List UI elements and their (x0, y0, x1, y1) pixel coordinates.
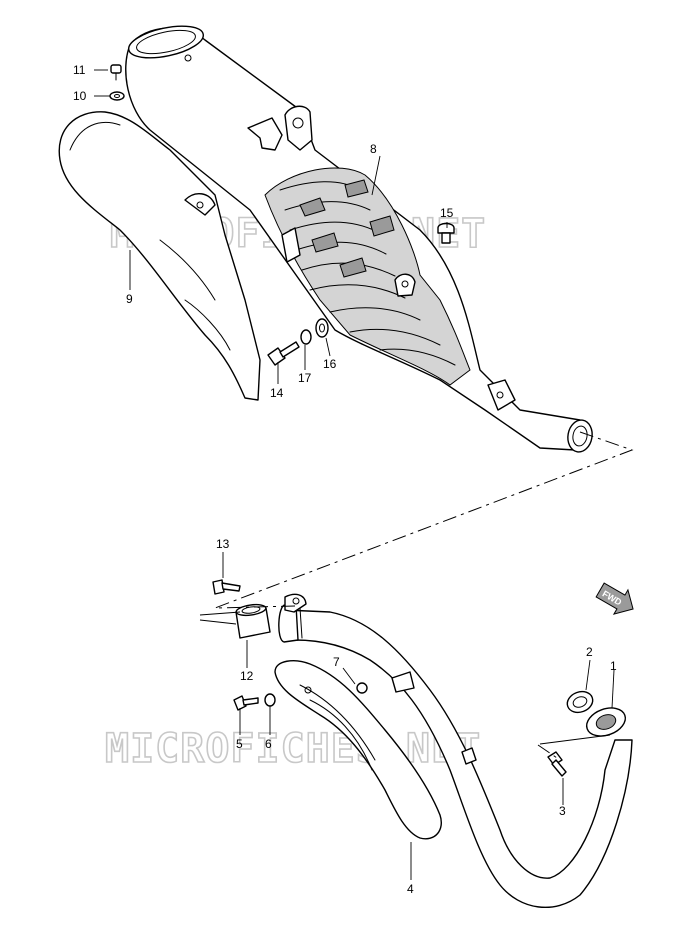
callout-13: 13 (216, 537, 230, 551)
watermark-bottom: MICROFICHES.NET (105, 726, 481, 772)
pipe-cover (274, 660, 442, 840)
bolt-3 (547, 751, 567, 777)
connector-line-3 (537, 744, 561, 761)
callout-7: 7 (333, 655, 340, 669)
fwd-arrow-icon: FWD (595, 582, 634, 615)
callout-12: 12 (240, 669, 254, 683)
callout-5: 5 (236, 737, 243, 751)
callout-16: 16 (323, 357, 337, 371)
washer-10 (109, 91, 125, 101)
callout-10: 10 (73, 89, 87, 103)
washer-6 (264, 693, 276, 707)
callout-17: 17 (298, 371, 312, 385)
bolt-15 (437, 222, 455, 244)
callout-6: 6 (265, 737, 272, 751)
callout-14: 14 (270, 386, 284, 400)
connector-line-main (214, 431, 634, 609)
callout-2: 2 (586, 645, 593, 659)
exhaust-pipe (278, 593, 633, 909)
callout-11: 11 (73, 63, 86, 77)
muffler-assembly (125, 25, 593, 453)
callout-15: 15 (440, 206, 454, 220)
callout-8: 8 (370, 142, 377, 156)
muffler-cover (58, 111, 261, 401)
screw-5 (233, 695, 259, 711)
washer-17 (300, 329, 312, 345)
grommet-16 (315, 318, 329, 338)
bolt-13 (212, 579, 241, 595)
callout-4: 4 (407, 882, 414, 896)
screw-11 (110, 64, 122, 81)
callout-3: 3 (559, 804, 566, 818)
callout-9: 9 (126, 292, 133, 306)
callout-1: 1 (610, 659, 617, 673)
collar-7 (356, 682, 368, 694)
bolt-14 (267, 341, 300, 366)
sleeve-12 (235, 603, 271, 639)
